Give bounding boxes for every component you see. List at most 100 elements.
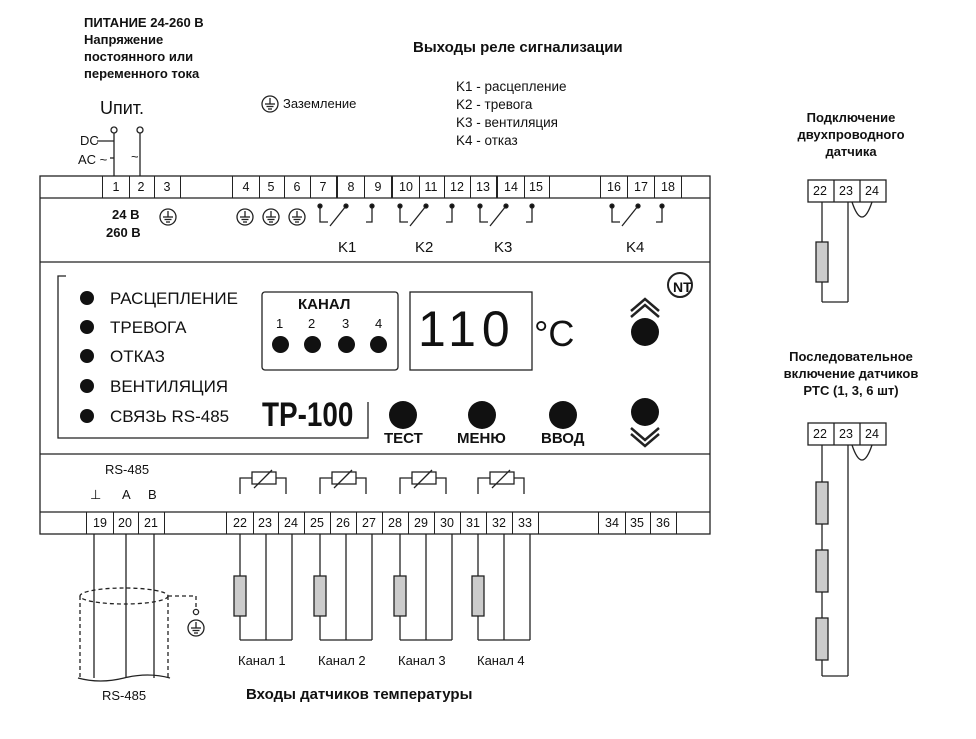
terminal-top-13: 13 [470, 176, 497, 198]
ground-icon [159, 208, 177, 226]
terminal-top-9: 9 [364, 176, 392, 198]
relay-k2-label: K2 [415, 239, 434, 256]
indicator-label-alarm: ТРЕВОГА [110, 318, 187, 337]
voltage-24v: 24 В [112, 207, 140, 222]
terminal-top-7: 7 [310, 176, 337, 198]
terminal-top-17: 17 [627, 176, 655, 198]
relay-contact-k3 [477, 203, 535, 227]
power-desc-line1: Напряжение [84, 32, 164, 47]
ground-legend-icon [261, 95, 279, 113]
power-desc-line3: переменного тока [84, 66, 200, 81]
terminal-bottom-20: 20 [112, 512, 139, 534]
terminal-bottom-28: 28 [382, 512, 409, 534]
terminal-top-3: 3 [154, 176, 181, 198]
indicator-led [80, 409, 94, 423]
terminal-top-15: 15 [523, 176, 550, 198]
terminal-bottom-34: 34 [598, 512, 626, 534]
power-title: ПИТАНИЕ 24-260 В [84, 15, 204, 30]
indicator-label-fault: ОТКАЗ [110, 347, 165, 366]
terminal-bottom-27: 27 [356, 512, 383, 534]
terminal-top-8: 8 [337, 176, 365, 198]
relay-contact-k2 [397, 203, 455, 227]
channel-led [338, 336, 355, 353]
two-wire-terminal: 24 [865, 184, 879, 198]
relay-contact-k1 [317, 203, 375, 227]
channel-led [304, 336, 321, 353]
ac-tilde: ~ [131, 149, 139, 164]
menu-button[interactable] [468, 401, 496, 429]
up-button[interactable] [631, 318, 659, 346]
indicator-label-rs485: СВЯЗЬ RS-485 [110, 407, 230, 426]
channel-number: 3 [342, 316, 350, 331]
two-wire-title-2: двухпроводного [797, 127, 905, 142]
serial-title-2: включение датчиков [783, 366, 919, 381]
menu-button-label: МЕНЮ [457, 430, 506, 447]
terminal-bottom-29: 29 [408, 512, 435, 534]
sensor-inputs-title: Входы датчиков температуры [246, 686, 473, 703]
terminal-bottom-25: 25 [304, 512, 331, 534]
down-button[interactable] [631, 398, 659, 426]
enter-button[interactable] [549, 401, 577, 429]
ground-icon [288, 208, 306, 226]
terminal-bottom-30: 30 [434, 512, 461, 534]
channel-led [370, 336, 387, 353]
indicator-led [80, 379, 94, 393]
serial-terminal: 24 [865, 427, 879, 441]
terminal-top-18: 18 [654, 176, 682, 198]
channel-number: 2 [308, 316, 316, 331]
terminal-bottom-36: 36 [650, 512, 677, 534]
two-wire-terminal: 23 [839, 184, 853, 198]
relay-outputs-title: Выходы реле сигнализации [413, 39, 623, 56]
relay-k1-label: K1 [338, 239, 357, 256]
test-button-label: ТЕСТ [384, 430, 423, 447]
channel-4-label: Канал 4 [477, 653, 525, 668]
two-wire-title-1: Подключение [806, 110, 896, 125]
indicator-led [80, 320, 94, 334]
channel-number: 1 [276, 316, 284, 331]
terminal-bottom-19: 19 [86, 512, 114, 534]
rs485-cable-label: RS-485 [102, 688, 147, 703]
relay-k4-label: K4 [626, 239, 645, 256]
rs485-label: RS-485 [105, 462, 150, 477]
channel-number: 4 [375, 316, 383, 331]
relay-legend-k3: K3 - вентиляция [456, 115, 558, 130]
relay-legend-k2: K2 - тревога [456, 97, 533, 112]
relay-contact-k4 [609, 203, 665, 227]
channel-1-label: Канал 1 [238, 653, 286, 668]
relay-legend-k1: K1 - расцепление [456, 79, 567, 94]
display-value: 110 [418, 301, 516, 357]
serial-title-1: Последовательное [789, 349, 913, 364]
two-wire-title-3: датчика [825, 144, 877, 159]
terminal-top-4: 4 [232, 176, 260, 198]
terminal-top-11: 11 [418, 176, 445, 198]
terminal-top-12: 12 [444, 176, 471, 198]
channel-3-wiring [393, 469, 453, 641]
channel-4-wiring [471, 469, 531, 641]
rs485-pin-a: A [122, 487, 131, 502]
terminal-bottom-32: 32 [486, 512, 513, 534]
terminal-bottom-21: 21 [138, 512, 165, 534]
rs485-pin-gnd: ⊥ [90, 487, 102, 502]
serial-terminal: 23 [839, 427, 853, 441]
upit-label: Uпит. [100, 98, 145, 118]
ac-label: AC ~ [78, 152, 108, 167]
indicator-label-trip: РАСЦЕПЛЕНИЕ [110, 289, 238, 308]
channel-2-label: Канал 2 [318, 653, 366, 668]
serial-terminal: 22 [813, 427, 827, 441]
enter-button-label: ВВОД [541, 430, 585, 447]
indicator-led [80, 291, 94, 305]
voltage-260v: 260 В [106, 225, 141, 240]
channel-3-label: Канал 3 [398, 653, 446, 668]
indicator-led [80, 349, 94, 363]
ground-label: Заземление [283, 96, 357, 111]
terminal-top-6: 6 [284, 176, 311, 198]
rs485-pin-b: B [148, 487, 157, 502]
test-button[interactable] [389, 401, 417, 429]
terminal-bottom-31: 31 [460, 512, 487, 534]
ground-icon [187, 619, 205, 637]
channel-2-wiring [313, 469, 373, 641]
relay-legend-k4: K4 - отказ [456, 133, 518, 148]
svg-text:NT: NT [673, 279, 692, 295]
ground-icon [236, 208, 254, 226]
terminal-top-16: 16 [600, 176, 628, 198]
